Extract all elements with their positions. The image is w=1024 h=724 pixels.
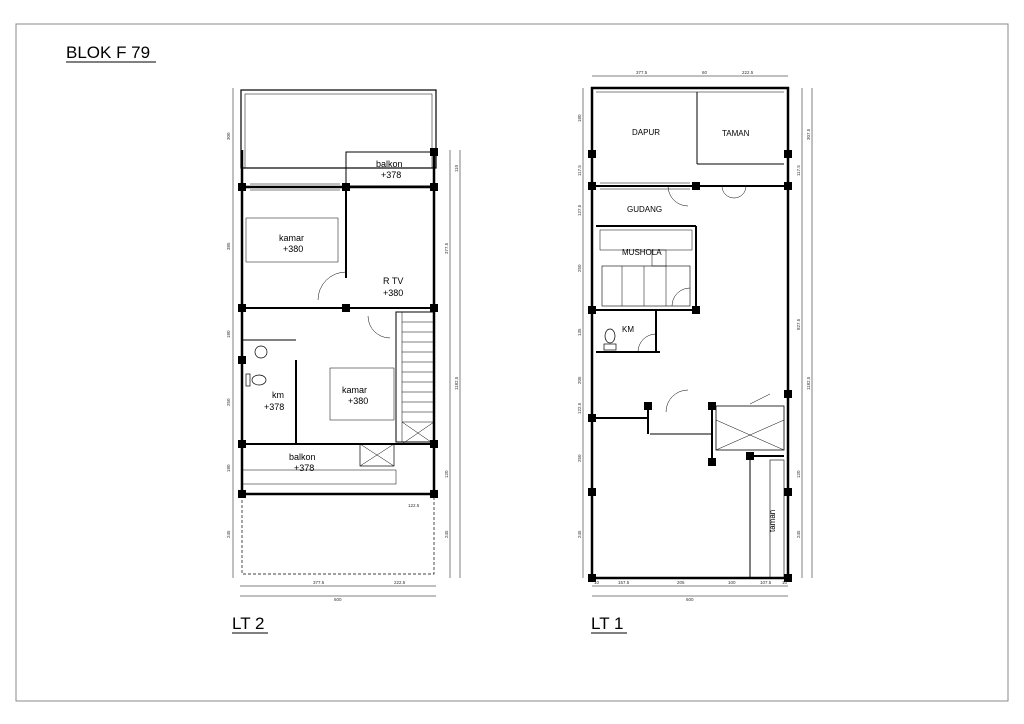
lt1-dim-left-3: 127.5: [577, 204, 582, 216]
lt2-kamar-1-level: +380: [283, 244, 303, 254]
lt1-dim-left-5: 135: [577, 328, 582, 336]
lt2-dim-right-3: 1182.5: [454, 376, 459, 390]
lt1-gudang-label: GUDANG: [627, 205, 662, 214]
lt2-balkon-bottom-label: balkon: [289, 452, 316, 462]
lt1-dim-bottom-total: 600: [686, 597, 694, 602]
lt2-rtv-level: +380: [383, 288, 403, 298]
lt2-dim-left-1: 300: [226, 132, 231, 140]
lt2-km-label: km: [272, 390, 284, 400]
sheet-title: BLOK F 79: [66, 43, 150, 62]
sheet-border: [15, 23, 1009, 702]
lt1-floor-label: LT 1: [591, 614, 623, 633]
lt1-dim-right-1: 307.5: [806, 128, 811, 140]
lt1-dim-left-8: 250: [577, 454, 582, 462]
lt1-taman-bottom-label: taman: [768, 510, 777, 532]
lt2-dim-bottom-1: 377.5: [313, 580, 325, 585]
lt2-plan: [232, 88, 461, 597]
lt2-dim-bottom-2: 222.5: [394, 580, 406, 585]
lt2-dim-right-2: 377.5: [444, 242, 449, 254]
lt2-balkon-top-label: balkon: [376, 159, 403, 169]
lt2-dim-left-5: 180: [226, 464, 231, 472]
lt1-dim-bottom-0: 10: [594, 580, 600, 585]
lt2-dim-left-2: 385: [226, 242, 231, 250]
lt1-dim-bottom-5: 10: [782, 580, 788, 585]
lt2-dim-right-1: 110: [454, 164, 459, 172]
lt1-dim-bottom-1: 157.5: [618, 580, 630, 585]
lt1-dim-right-2: 117.5: [796, 165, 801, 176]
lt2-balkon-top-level: +378: [381, 170, 401, 180]
lt1-dapur-label: DAPUR: [632, 128, 660, 137]
lt1-plan: [582, 75, 813, 597]
lt1-dim-bottom-4: 107.5: [760, 580, 772, 585]
lt1-dim-left-1: 180: [577, 114, 582, 122]
lt1-taman-top-label: TAMAN: [722, 129, 750, 138]
lt2-dim-right-4: 120: [444, 470, 449, 478]
lt1-dim-left-2: 117.5: [577, 165, 582, 176]
lt1-dim-bottom-2: 205: [677, 580, 685, 585]
lt2-dim-left-3: 180: [226, 330, 231, 338]
lt2-dim-bottom-total: 600: [334, 597, 342, 602]
lt1-dim-left-9: 245: [577, 530, 582, 538]
lt1-dim-left-4: 250: [577, 264, 582, 272]
lt2-dim-stair: 122.5: [408, 503, 420, 508]
lt2-km-level: +378: [264, 402, 284, 412]
lt2-dim-left-6: 245: [226, 530, 231, 538]
lt1-dim-left-6: 205: [577, 376, 582, 384]
lt1-dim-right-6: 245: [796, 530, 801, 538]
lt1-dim-right-5: 120: [796, 470, 801, 478]
lt2-kamar-1-label: kamar: [279, 233, 304, 243]
lt2-dim-right-5: 245: [444, 530, 449, 538]
lt1-musholla-label: MUSHOLA: [622, 248, 662, 257]
lt2-balkon-bottom-level: +378: [294, 463, 314, 473]
lt1-dim-left-7: 122.5: [577, 402, 582, 414]
lt2-dim-left-4: 250: [226, 398, 231, 406]
lt1-dim-top-2: 60: [702, 70, 708, 75]
lt2-kamar-2-level: +380: [348, 396, 368, 406]
lt1-dim-top-1: 377.5: [636, 70, 648, 75]
lt1-km-label: KM: [622, 325, 634, 334]
lt2-rtv-label: R TV: [383, 276, 403, 286]
lt2-kamar-2-label: kamar: [342, 385, 367, 395]
lt1-dim-bottom-3: 100: [728, 580, 736, 585]
lt1-dim-top-3: 222.5: [742, 70, 754, 75]
lt2-floor-label: LT 2: [232, 614, 264, 633]
lt1-dim-right-3: 827.5: [796, 318, 801, 330]
lt1-dim-right-4: 1182.5: [806, 376, 811, 390]
